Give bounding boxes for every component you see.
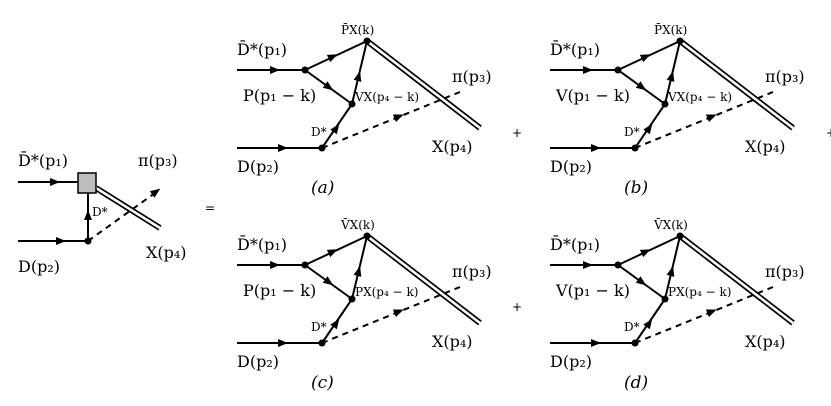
diagram-4-caption: (d) [624,373,648,393]
diagram-4-right-prop-label: PX(p₄ − k) [668,285,731,299]
diagram-3-top-prop-arrow [326,245,340,258]
diagram-2-pi-label: π(p₃) [765,67,805,86]
diagram-3-x-line-inner [366,234,481,325]
diagram-3-vertex-top [363,232,371,240]
diagram-1-x-label: X(p₄) [432,137,473,156]
diagram-3-vertex-left [301,261,309,269]
diagram-2-vertex-bottom [631,144,639,152]
diagram-2-vertex-mid [661,100,669,108]
diagram-4-vertex-left [614,261,622,269]
diagram-1-top-prop-label: P̄X(k) [341,22,374,37]
lhs-x-label: X(p₄) [146,243,187,262]
diagram-1-top-prop-arrow [326,50,340,63]
diagram-4-in-top-label: D̄*(p₁) [550,233,600,254]
triangle-diagram-4: D̄*(p₁) D(p₂) V̄X(k) V(p₁ − k) PX(p₄ − k) D* π… [550,217,805,393]
diagram-2-vertex-left [614,66,622,74]
diagram-3-d-arrow [278,339,288,347]
lhs-in-bottom-label: D(p₂) [18,257,60,276]
diagram-4-pi-label: π(p₃) [765,262,805,281]
diagram-4-x-label: X(p₄) [745,332,786,351]
diagram-3-in-top-label: D̄*(p₁) [237,233,287,254]
diagram-4-in-bottom-label: D(p₂) [550,352,592,371]
diagram-3-dbar-arrow [270,261,280,269]
diagram-2-pi-line [634,91,774,149]
diagram-1-vertex-left [301,66,309,74]
diagram-3-pi-line [321,286,461,344]
plus-sign-2: + [826,126,831,140]
diagram-3-top-prop-label: V̄X(k) [340,217,375,232]
diagram-1-dbar-arrow [270,66,280,74]
diagram-3-in-bottom-label: D(p₂) [237,352,279,371]
triangle-diagram-2: D̄*(p₁) D(p₂) P̄X(k) V(p₁ − k) VX(p₄ − k) D* π… [550,22,805,198]
diagram-4-top-prop-label: V̄X(k) [653,217,688,232]
diagram-1-in-bottom-label: D(p₂) [237,157,279,176]
diagram-3-bottom-prop-label: D* [311,320,327,334]
diagram-2-vertex-top [676,37,684,45]
diagram-4-vertex-bottom [631,339,639,347]
diagram-1-vertex-bottom [318,144,326,152]
diagram-1-in-top-label: D̄*(p₁) [237,38,287,59]
diagram-3-pi-label: π(p₃) [452,262,492,281]
diagram-2-d-arrow [591,144,601,152]
lhs-dstar-arrow [84,210,92,220]
diagram-4-left-prop-label: V(p₁ − k) [555,281,630,300]
diagram-2-top-prop-arrow [639,50,653,63]
diagram-1-vertex-mid [348,100,356,108]
diagram-4-vertex-top [676,232,684,240]
diagram-2-bottom-prop-label: D* [624,125,640,139]
lhs-effective-vertex [77,172,97,194]
diagram-1-vertex-top [363,37,371,45]
diagram-1-x-line-inner [366,39,481,130]
diagram-1-d-arrow [278,144,288,152]
diagram-1-right-prop-label: VX(p₄ − k) [354,90,419,104]
diagram-4-d-arrow [591,339,601,347]
equals-sign: = [205,201,215,215]
diagram-4-x-line-inner [679,234,794,325]
diagram-4-vertex-mid [661,295,669,303]
plus-sign-3: + [512,300,522,314]
lhs-vertex-dot [84,237,92,245]
diagram-2-pi-arrow [705,110,719,122]
diagram-4-top-prop-arrow [639,245,653,258]
diagram-4-dbar-arrow [583,261,593,269]
diagram-3-vertex-bottom [318,339,326,347]
lhs-pi-line [87,192,156,242]
diagram-4-pi-line [634,286,774,344]
lhs-pi-label: π(p₃) [138,151,178,170]
diagram-1-caption: (a) [311,178,334,198]
plus-sign-1: + [512,126,522,140]
diagram-1-left-prop-label: P(p₁ − k) [243,86,316,105]
diagram-2-in-bottom-label: D(p₂) [550,157,592,176]
lhs-in-top-label: D̄*(p₁) [18,149,68,170]
diagram-3-vertex-mid [348,295,356,303]
diagram-2-left-prop-label: V(p₁ − k) [555,86,630,105]
diagram-4-bottom-prop-label: D* [624,320,640,334]
lhs-d-arrow [56,237,66,245]
diagram-3-left-prop-label: P(p₁ − k) [243,281,316,300]
triangle-diagram-1: D̄*(p₁) D(p₂) P̄X(k) P(p₁ − k) VX(p₄ − k) D* π… [237,22,492,198]
triangle-diagram-3: D̄*(p₁) D(p₂) V̄X(k) P(p₁ − k) PX(p₄ − k) D* π… [237,217,492,393]
diagram-1-pi-label: π(p₃) [452,67,492,86]
diagram-3-right-prop-label: PX(p₄ − k) [355,285,418,299]
diagram-3-caption: (c) [311,373,334,393]
diagram-4-pi-arrow [705,305,719,317]
diagram-1-bottom-prop-label: D* [311,125,327,139]
diagram-1-pi-line [321,91,461,149]
diagram-2-in-top-label: D̄*(p₁) [550,38,600,59]
diagram-2-x-line-inner [679,39,794,130]
diagram-2-dbar-arrow [583,66,593,74]
diagram-2-right-prop-label: VX(p₄ − k) [667,90,732,104]
lhs-dbar-arrow [50,178,60,186]
diagram-2-caption: (b) [624,178,648,198]
diagram-3-pi-arrow [392,305,406,317]
lhs-diagram: D̄*(p₁) D(p₂) D* π(p₃) X(p₄) [18,149,187,276]
diagram-2-top-prop-label: P̄X(k) [654,22,687,37]
lhs-internal-label: D* [92,205,108,219]
diagram-3-x-label: X(p₄) [432,332,473,351]
diagram-1-pi-arrow [392,110,406,122]
diagram-2-x-label: X(p₄) [745,137,786,156]
